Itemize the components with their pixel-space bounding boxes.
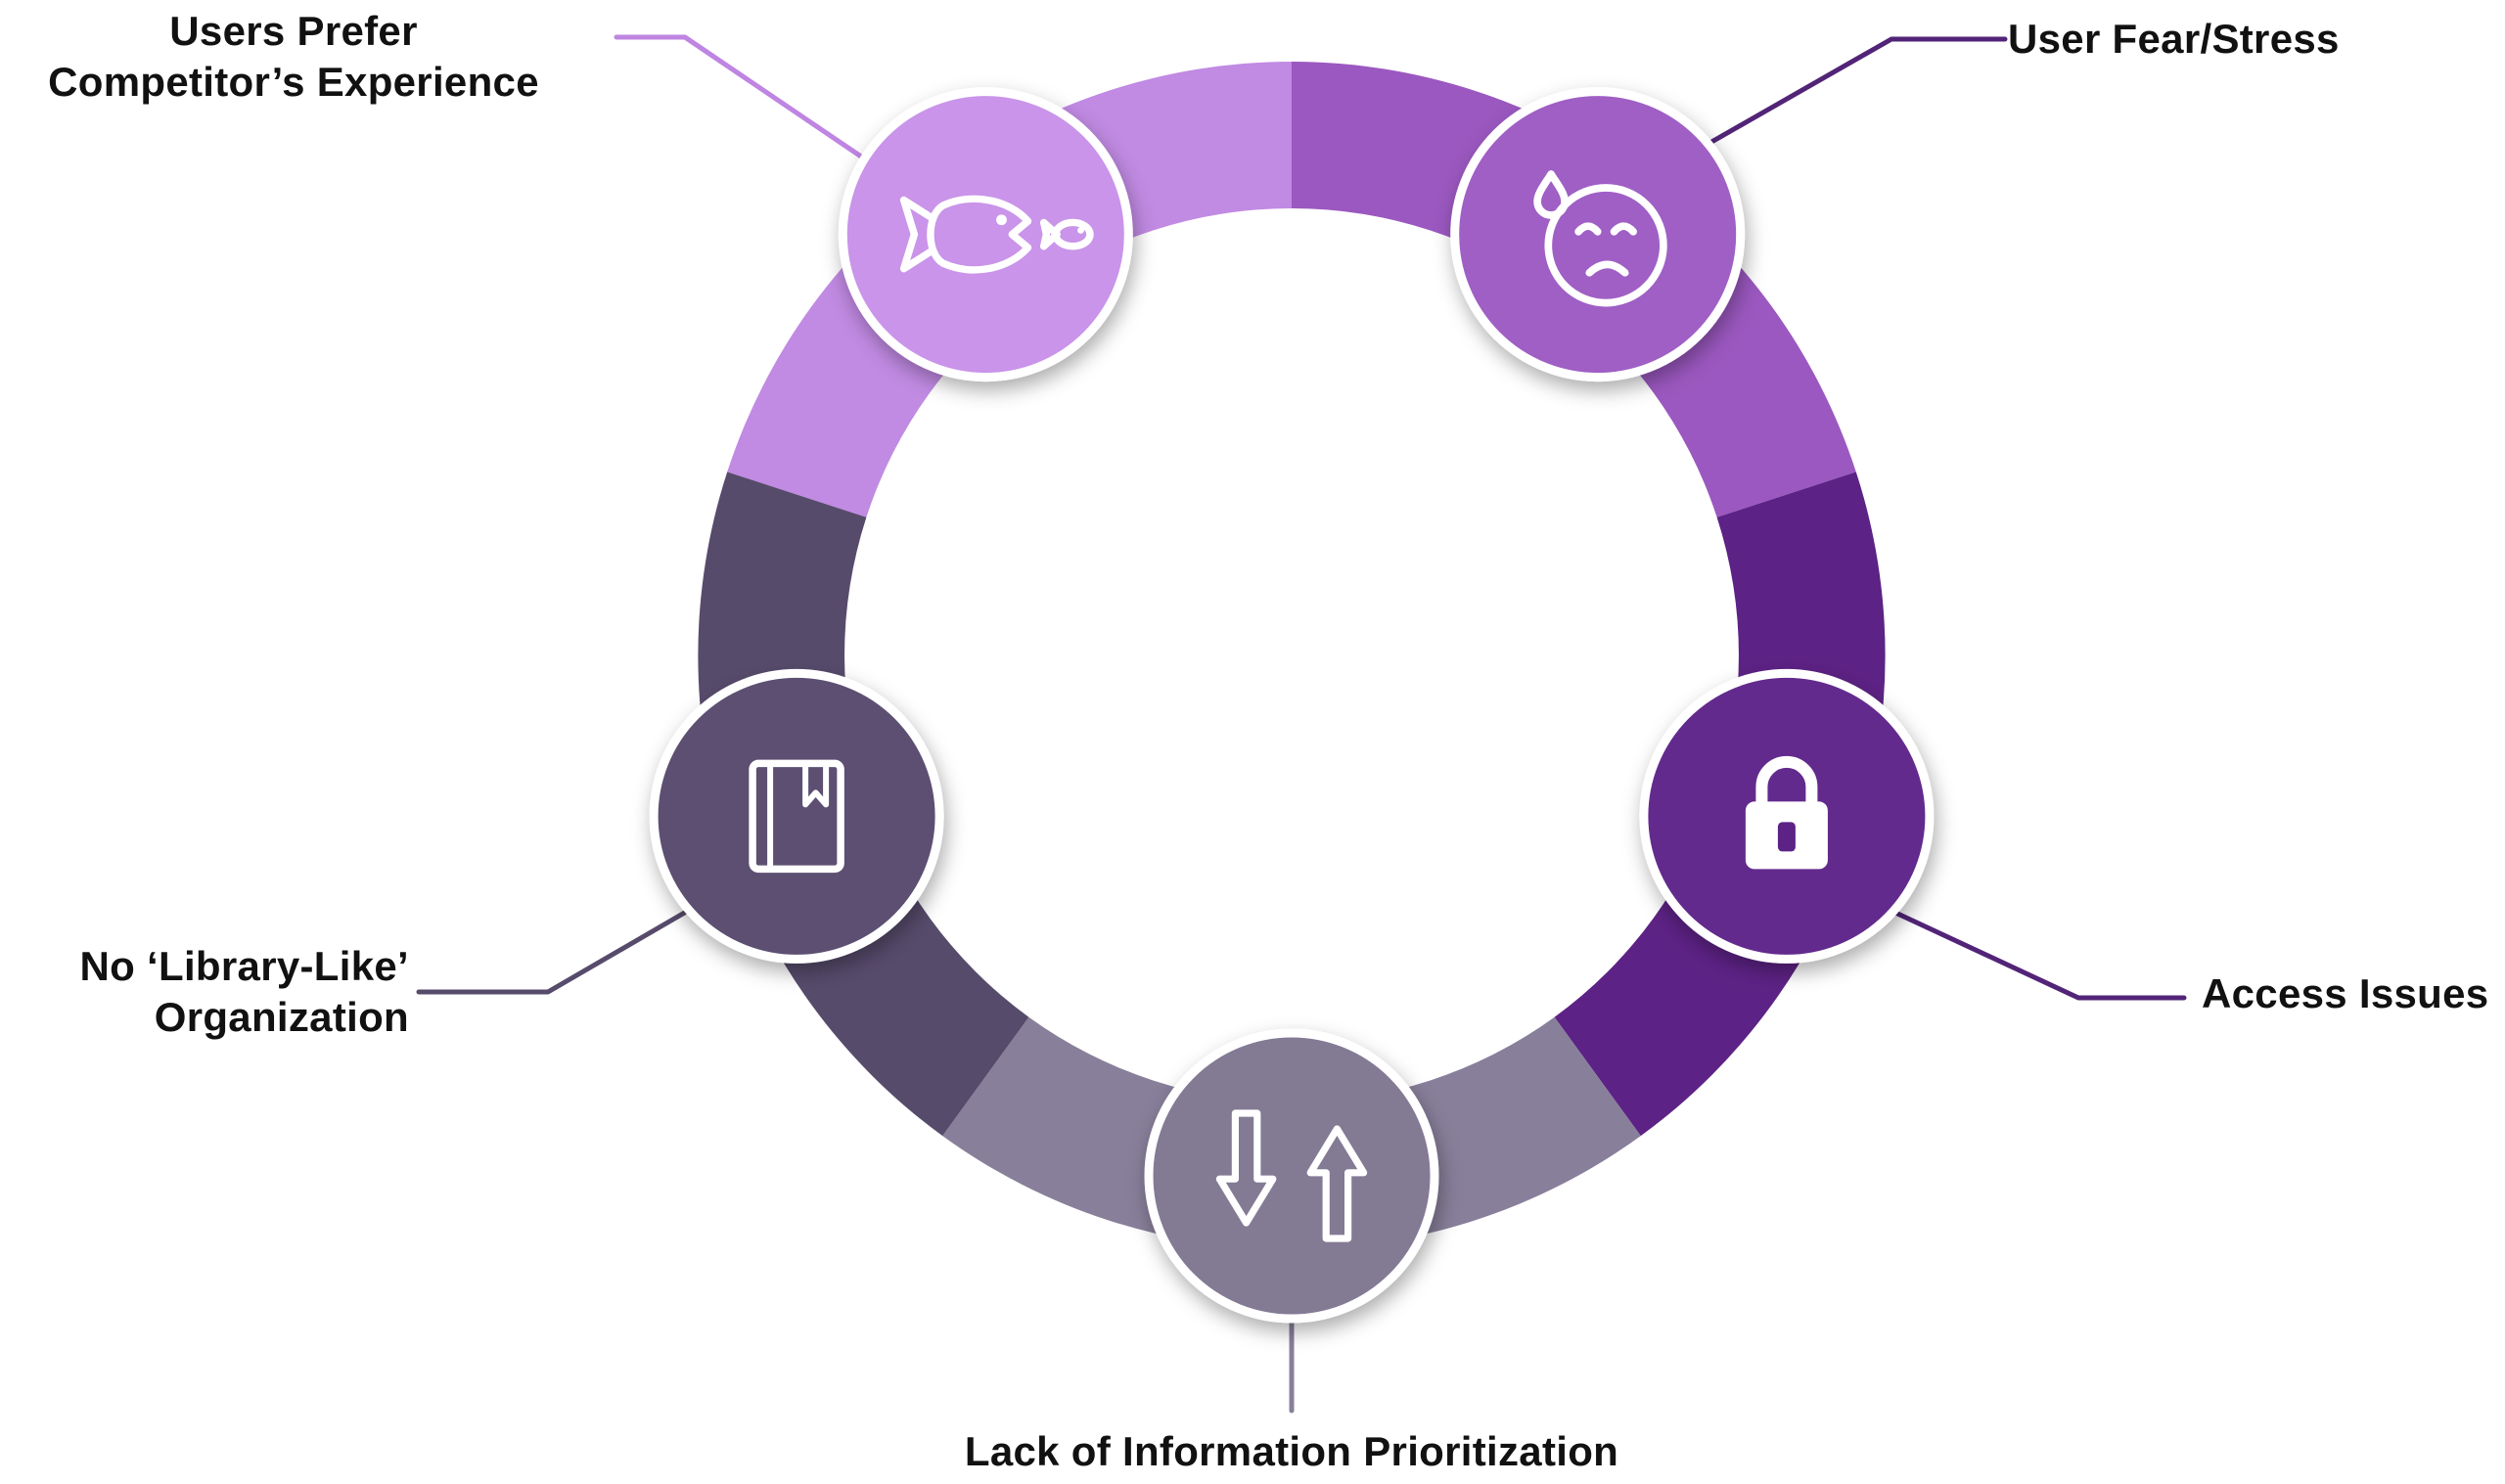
padlock-keyhole	[1777, 822, 1796, 852]
book-bookmark-icon	[749, 759, 844, 874]
small-fish-eye	[1077, 227, 1084, 234]
big-fish-small-fish-icon	[899, 195, 1094, 274]
leader-line-user-fear-stress	[1704, 36, 2008, 148]
down-up-arrows-icon	[1215, 1109, 1368, 1242]
face-left-eye	[1574, 222, 1602, 236]
leader-lines	[416, 34, 2187, 1414]
face-right-eye	[1610, 222, 1637, 236]
big-fish-eye	[996, 214, 1007, 226]
badge-user-fear-stress	[1450, 87, 1746, 382]
worried-face-sweat-icon	[1533, 170, 1667, 307]
padlock-shackle	[1755, 755, 1818, 808]
book-bookmark-ribbon	[802, 760, 830, 808]
label-no-library-like-organization: No ‘Library-Like’ Organization	[79, 943, 409, 1041]
badge-circle-no-library-like-organization	[649, 668, 944, 964]
big-fish-body	[927, 195, 1032, 274]
book-cover	[749, 759, 844, 874]
badge-access-issues	[1639, 668, 1935, 964]
badge-users-prefer-competitor	[838, 87, 1133, 382]
label-lack-of-information-prioritization: Lack of Information Prioritization	[964, 1428, 1619, 1474]
down-arrow	[1215, 1109, 1277, 1227]
leader-line-users-prefer-competitor	[614, 34, 864, 159]
label-user-fear-stress: User Fear/Stress	[2008, 16, 2340, 62]
badge-lack-of-information-prioritization	[1144, 1028, 1439, 1324]
up-arrow	[1306, 1125, 1368, 1242]
face-outline	[1544, 184, 1667, 307]
badge-circle-lack-of-information-prioritization	[1144, 1028, 1439, 1324]
leader-line-access-issues	[1890, 909, 2187, 1001]
face-frown-mouth	[1585, 260, 1629, 277]
label-access-issues: Access Issues	[2202, 970, 2489, 1016]
badge-circle-users-prefer-competitor	[838, 87, 1133, 382]
badge-no-library-like-organization	[649, 668, 944, 964]
label-users-prefer-competitor: Users Prefer Competitor’s Experience	[48, 8, 539, 106]
sweat-drop	[1533, 170, 1569, 219]
leader-line-no-library-like-organization	[416, 908, 691, 995]
small-fish-tail	[1039, 218, 1061, 250]
big-fish-tail	[899, 196, 937, 273]
padlock-icon	[1745, 755, 1828, 870]
